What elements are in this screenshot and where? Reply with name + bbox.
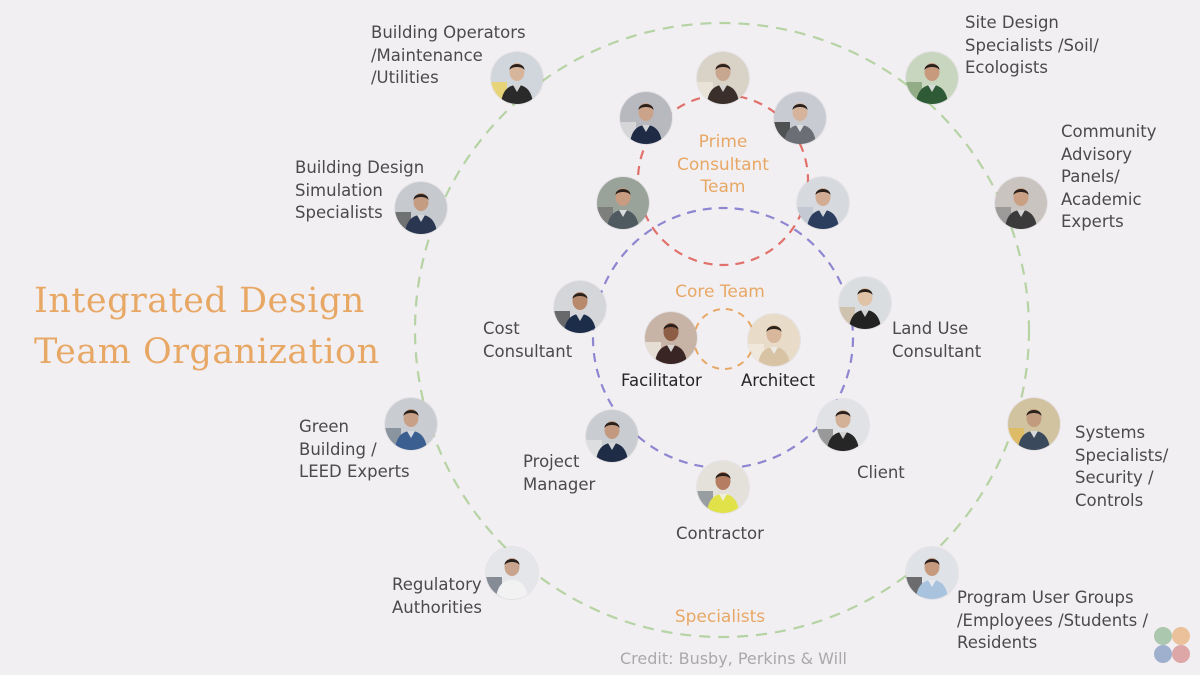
person-photo-icon — [597, 177, 649, 229]
photo-green-building — [385, 398, 437, 450]
contractor-label: Contractor — [676, 524, 764, 543]
photo-contractor — [697, 461, 749, 513]
person-photo-icon — [797, 177, 849, 229]
building-operators-label: Building Operators /Maintenance /Utiliti… — [371, 23, 526, 87]
program-user-groups-label: Program User Groups /Employees /Students… — [957, 588, 1149, 652]
photo-prime-right — [774, 92, 826, 144]
person-photo-icon — [491, 52, 543, 104]
specialists-ring — [413, 21, 1031, 639]
photo-simulation — [395, 182, 447, 234]
person-photo-icon — [586, 410, 638, 462]
core-team-inner-ring — [693, 308, 755, 370]
community-advisory-label: Community Advisory Panels/ Academic Expe… — [1061, 122, 1157, 231]
logo-icon — [1154, 627, 1190, 663]
systems-specialists-label: Systems Specialists/ Security / Controls — [1075, 423, 1169, 510]
person-photo-icon — [839, 277, 891, 329]
person-photo-icon — [385, 398, 437, 450]
photo-community — [995, 177, 1047, 229]
title-line-2: Team Organization — [34, 332, 380, 372]
person-photo-icon — [486, 547, 538, 599]
photo-building-operators — [491, 52, 543, 104]
land-use-consultant-label: Land Use Consultant — [892, 319, 982, 361]
photo-program-users — [906, 547, 958, 599]
person-photo-icon — [697, 461, 749, 513]
photo-architect — [748, 314, 800, 366]
site-design-label: Site Design Specialists /Soil/ Ecologist… — [965, 13, 1099, 77]
photo-prime-lower-right — [797, 177, 849, 229]
regulatory-authorities-label: Regulatory Authorities — [392, 575, 482, 617]
person-photo-icon — [748, 314, 800, 366]
person-photo-icon — [1008, 398, 1060, 450]
person-photo-icon — [774, 92, 826, 144]
person-photo-icon — [817, 399, 869, 451]
photo-systems — [1008, 398, 1060, 450]
photo-cost-consultant — [554, 281, 606, 333]
person-photo-icon — [645, 312, 697, 364]
photo-prime-top — [697, 52, 749, 104]
photo-site-design — [906, 52, 958, 104]
prime-consultant-team-label: Prime Consultant Team — [677, 132, 769, 197]
person-photo-icon — [395, 182, 447, 234]
photo-facilitator — [645, 312, 697, 364]
person-photo-icon — [620, 92, 672, 144]
photo-project-manager — [586, 410, 638, 462]
photo-prime-lower-left — [597, 177, 649, 229]
title-line-1: Integrated Design — [34, 281, 365, 321]
person-photo-icon — [906, 52, 958, 104]
photo-land-use — [839, 277, 891, 329]
simulation-specialists-label: Building Design Simulation Specialists — [295, 158, 425, 222]
green-building-label: Green Building / LEED Experts — [299, 417, 410, 481]
person-photo-icon — [906, 547, 958, 599]
client-label: Client — [857, 463, 905, 482]
prime-consultant-ring — [636, 93, 810, 267]
page-title: Integrated Design Team Organization — [34, 276, 380, 378]
architect-label: Architect — [741, 371, 815, 390]
project-manager-label: Project Manager — [523, 452, 596, 494]
photo-client — [817, 399, 869, 451]
core-team-outer-ring — [591, 206, 855, 470]
specialists-label: Specialists — [674, 607, 766, 627]
photo-regulatory — [486, 547, 538, 599]
facilitator-label: Facilitator — [621, 371, 702, 390]
core-team-label: Core Team — [675, 282, 765, 302]
cost-consultant-label: Cost Consultant — [483, 319, 573, 361]
person-photo-icon — [697, 52, 749, 104]
credit-text: Credit: Busby, Perkins & Will — [620, 649, 847, 668]
photo-prime-left — [620, 92, 672, 144]
person-photo-icon — [995, 177, 1047, 229]
person-photo-icon — [554, 281, 606, 333]
